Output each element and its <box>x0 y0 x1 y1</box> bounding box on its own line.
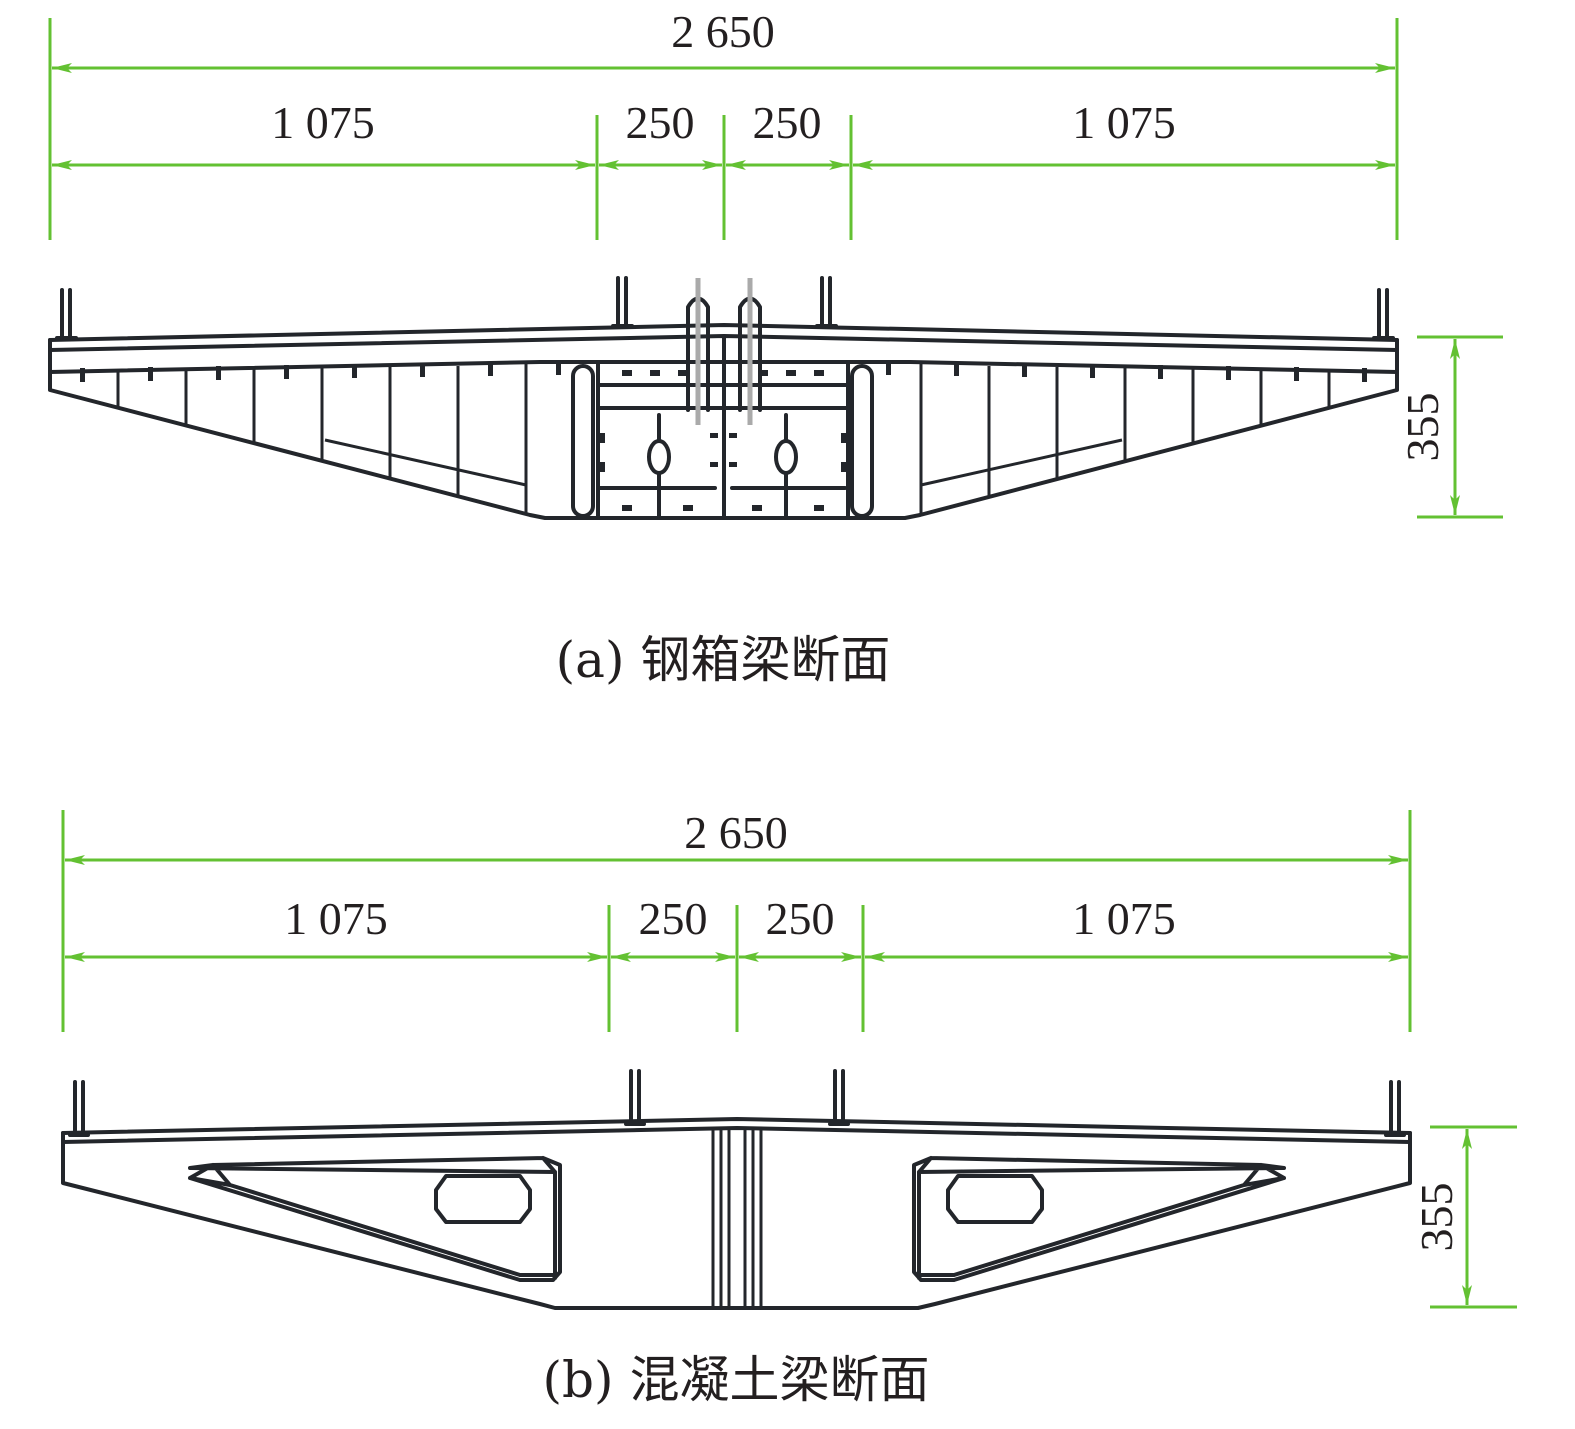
segment-label: 1 075 <box>1072 893 1176 944</box>
segment-label: 250 <box>766 893 835 944</box>
panel-b-caption: (b) 混凝土梁断面 <box>543 1351 930 1409</box>
panel-a-dimensions: 2 650 1 075 250 250 1 075 355 <box>48 6 1503 519</box>
railing-posts <box>55 276 1395 340</box>
steel-box-girder-section <box>48 276 1399 520</box>
total-width-label: 2 650 <box>684 807 788 858</box>
panel-a-steel-box-girder: 2 650 1 075 250 250 1 075 355 <box>48 6 1503 689</box>
segment-label: 1 075 <box>284 893 388 944</box>
segment-label: 1 075 <box>1072 97 1176 148</box>
segment-label: 1 075 <box>271 97 375 148</box>
panel-a-caption: (a) 钢箱梁断面 <box>556 631 891 689</box>
height-label: 355 <box>1411 1183 1462 1252</box>
concrete-girder-section <box>61 1069 1412 1310</box>
segment-label: 250 <box>626 97 695 148</box>
height-label: 355 <box>1397 393 1448 462</box>
segment-label: 250 <box>753 97 822 148</box>
panel-b-concrete-girder: 2 650 1 075 250 250 1 075 355 <box>61 807 1517 1409</box>
segment-label: 250 <box>639 893 708 944</box>
panel-b-dimensions: 2 650 1 075 250 250 1 075 355 <box>61 807 1517 1309</box>
railing-posts <box>68 1069 1406 1137</box>
total-width-label: 2 650 <box>671 6 775 57</box>
